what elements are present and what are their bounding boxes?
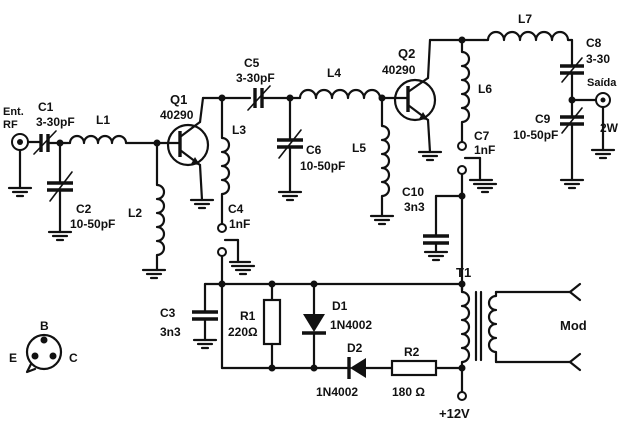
c4-value: 1nF <box>229 217 250 231</box>
c3-value: 3n3 <box>160 325 181 339</box>
l4-ref: L4 <box>327 66 341 80</box>
inductor-l4 <box>288 88 384 100</box>
c3-ref: C3 <box>160 306 176 320</box>
c10-ref: C10 <box>402 185 424 199</box>
modulation-label: Mod <box>560 318 587 333</box>
q2-ref: Q2 <box>398 46 415 61</box>
q2-value: 40290 <box>382 63 416 77</box>
l1-ref: L1 <box>96 113 110 127</box>
c7-ref: C7 <box>474 129 490 143</box>
transistor-q2 <box>380 38 443 162</box>
c7-bottom-terminal <box>457 165 467 175</box>
d1-value: 1N4002 <box>330 318 372 332</box>
l5-ref: L5 <box>352 141 366 155</box>
c10-value: 3n3 <box>404 200 425 214</box>
capacitor-c7 <box>463 156 498 194</box>
input-label-line2: RF <box>3 119 18 131</box>
diode-d1 <box>302 282 326 370</box>
transistor-q1 <box>155 96 215 210</box>
diode-d2 <box>347 357 394 379</box>
capacitor-c3 <box>192 282 224 350</box>
inductor-l5 <box>369 96 395 226</box>
d1-ref: D1 <box>332 299 348 313</box>
q1-value: 40290 <box>160 108 194 122</box>
l7-ref: L7 <box>518 12 532 26</box>
junction-dot <box>310 364 318 372</box>
d2-ref: D2 <box>347 341 363 355</box>
l2-ref: L2 <box>128 206 142 220</box>
c7-value: 1nF <box>474 143 495 157</box>
rf-output-connector <box>570 92 616 160</box>
resistor-r1 <box>262 282 282 370</box>
d2-value: 1N4002 <box>316 385 358 399</box>
c8-value: 3-30 <box>586 52 610 66</box>
capacitor-c5 <box>247 85 292 111</box>
inductor-l2 <box>141 141 167 280</box>
supply-terminal <box>457 366 467 401</box>
inductor-l1 <box>63 134 159 145</box>
c9-ref: C9 <box>535 112 551 126</box>
inductor-l7 <box>482 30 574 42</box>
l3-ref: L3 <box>232 123 246 137</box>
rf-input-connector <box>7 133 42 198</box>
r2-value: 180 Ω <box>392 385 425 399</box>
c1-ref: C1 <box>38 100 54 114</box>
inductor-l6 <box>460 38 471 144</box>
c4-ref: C4 <box>228 202 244 216</box>
resistor-r2 <box>390 359 464 377</box>
capacitor-c10 <box>423 194 464 262</box>
supply-label: +12V <box>439 406 470 421</box>
pin-e-label: E <box>9 351 17 365</box>
c5-ref: C5 <box>244 56 260 70</box>
c4-top-terminal <box>217 223 227 233</box>
c9-value: 10-50pF <box>513 128 558 142</box>
c6-ref: C6 <box>306 143 322 157</box>
pin-b-label: B <box>40 319 49 333</box>
c2-value: 10-50pF <box>70 217 115 231</box>
capacitor-c6 <box>277 96 303 202</box>
capacitor-c8 <box>560 38 584 102</box>
r1-ref: R1 <box>240 309 256 323</box>
c2-ref: C2 <box>76 202 92 216</box>
inductor-l3 <box>220 96 231 226</box>
capacitor-c2 <box>47 141 73 242</box>
c5-value: 3-30pF <box>236 71 275 85</box>
input-label-line1: Ent. <box>3 106 24 118</box>
c8-ref: C8 <box>586 36 602 50</box>
c1-value: 3-30pF <box>36 115 75 129</box>
transistor-pinout-diagram <box>25 333 63 374</box>
junction-dot <box>268 364 276 372</box>
output-label: Saída <box>587 77 617 89</box>
l6-ref: L6 <box>478 82 492 96</box>
capacitor-c4 <box>223 238 256 276</box>
capacitor-c9 <box>559 98 585 190</box>
t1-ref: T1 <box>456 265 471 280</box>
r1-value: 220Ω <box>228 325 258 339</box>
output-power: 2W <box>600 121 619 135</box>
transformer-t1 <box>458 280 582 372</box>
c4-bottom-terminal <box>217 247 227 257</box>
c6-value: 10-50pF <box>300 159 345 173</box>
c7-top-terminal <box>457 141 467 151</box>
r2-ref: R2 <box>404 345 420 359</box>
q1-ref: Q1 <box>170 92 187 107</box>
pin-c-label: C <box>69 351 78 365</box>
